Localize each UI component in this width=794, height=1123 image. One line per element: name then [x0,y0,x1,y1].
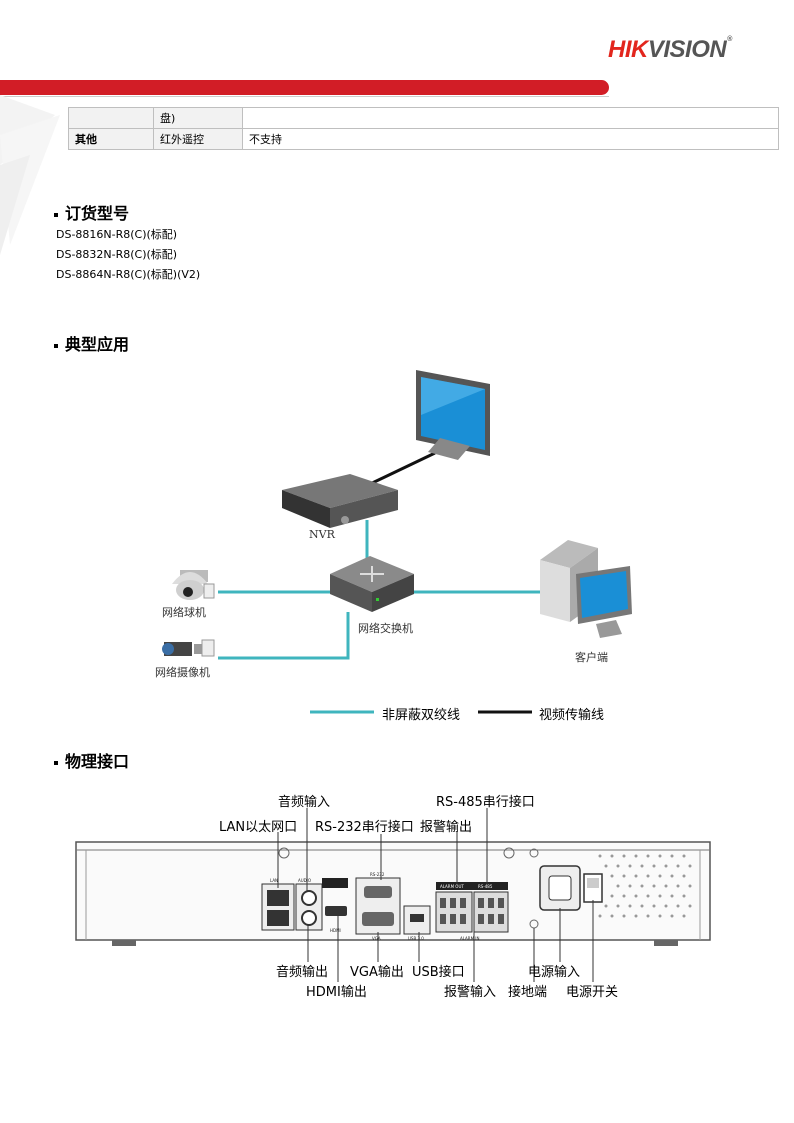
power-switch-icon [583,873,603,903]
dome-camera-label: 网络球机 [162,606,206,619]
switch-label: 网络交换机 [358,622,413,635]
table-cell: 盘) [153,107,243,129]
hikvision-logo: HIKVISION® [608,36,732,63]
table-row: 其他 红外遥控 不支持 [68,128,779,150]
legend-video-label: 视频传输线 [539,708,605,723]
table-row: 盘) [68,107,779,129]
hdmi-port-icon [322,878,348,916]
label-audio-out: 音频输出 [276,965,329,980]
label-hdmi-out: HDMI输出 [306,985,367,1000]
section-title-ordering: 订货型号 [54,200,129,224]
model-item: DS-8816N-R8(C)(标配) [56,228,178,241]
label-usb: USB接口 [412,965,465,980]
table-cell [68,107,154,129]
panel-label-audio: AUDIO [298,878,311,883]
panel-label-rs232: RS-232 [370,872,385,877]
section-title-typical: 典型应用 [54,331,129,355]
table-cell: 不支持 [242,128,779,150]
label-power-switch: 电源开关 [566,985,619,1000]
label-power-in: 电源输入 [528,965,581,980]
spec-table: 盘) 其他 红外遥控 不支持 [68,107,779,150]
label-vga-out: VGA输出 [350,965,404,980]
panel-label-alarm-in: ALARM IN [460,936,479,941]
section-title-physical: 物理接口 [54,748,129,772]
lan-port-icon [261,883,295,931]
header-red-bar [0,80,609,95]
nvr-label: NVR [309,528,335,541]
panel-label-rs485: RS-485 [478,884,493,889]
panel-label-lan: LAN [270,878,278,883]
rs232-vga-port-icon [355,877,401,935]
label-audio-in: 音频输入 [278,795,331,810]
label-ground: 接地端 [508,985,548,1000]
panel-label-alarm-out: ALARM OUT [440,884,464,889]
usb-port-icon [403,905,431,935]
client-label: 客户端 [575,651,608,664]
bullet-camera-icon [162,639,215,657]
label-rs485: RS-485串行接口 [436,795,535,810]
alarm-terminal-icon [435,882,509,933]
panel-label-usb: USB 3.0 [408,936,424,941]
table-cell: 红外遥控 [153,128,243,150]
header-divider [0,96,609,97]
audio-port-icon [295,883,323,931]
label-alarm-in: 报警输入 [444,985,497,1000]
utp-cable [218,612,350,660]
panel-label-hdmi: HDMI [330,928,341,933]
panel-label-vga: VGA [372,936,381,941]
label-lan: LAN以太网口 [219,820,298,835]
dome-camera-icon [172,570,215,600]
nvr-icon [282,474,398,528]
table-cell: 其他 [68,128,154,150]
monitor-icon [416,370,490,460]
client-pc-icon [540,540,632,638]
model-item: DS-8864N-R8(C)(标配)(V2) [56,268,201,281]
power-inlet-icon [539,865,581,911]
label-rs232: RS-232串行接口 [315,820,414,835]
legend-utp-label: 非屏蔽双绞线 [382,708,461,723]
model-item: DS-8832N-R8(C)(标配) [56,248,178,261]
camera-label: 网络摄像机 [155,666,210,679]
decorative-triangles [0,95,60,255]
switch-icon [330,556,414,612]
label-alarm-out: 报警输出 [420,820,473,835]
